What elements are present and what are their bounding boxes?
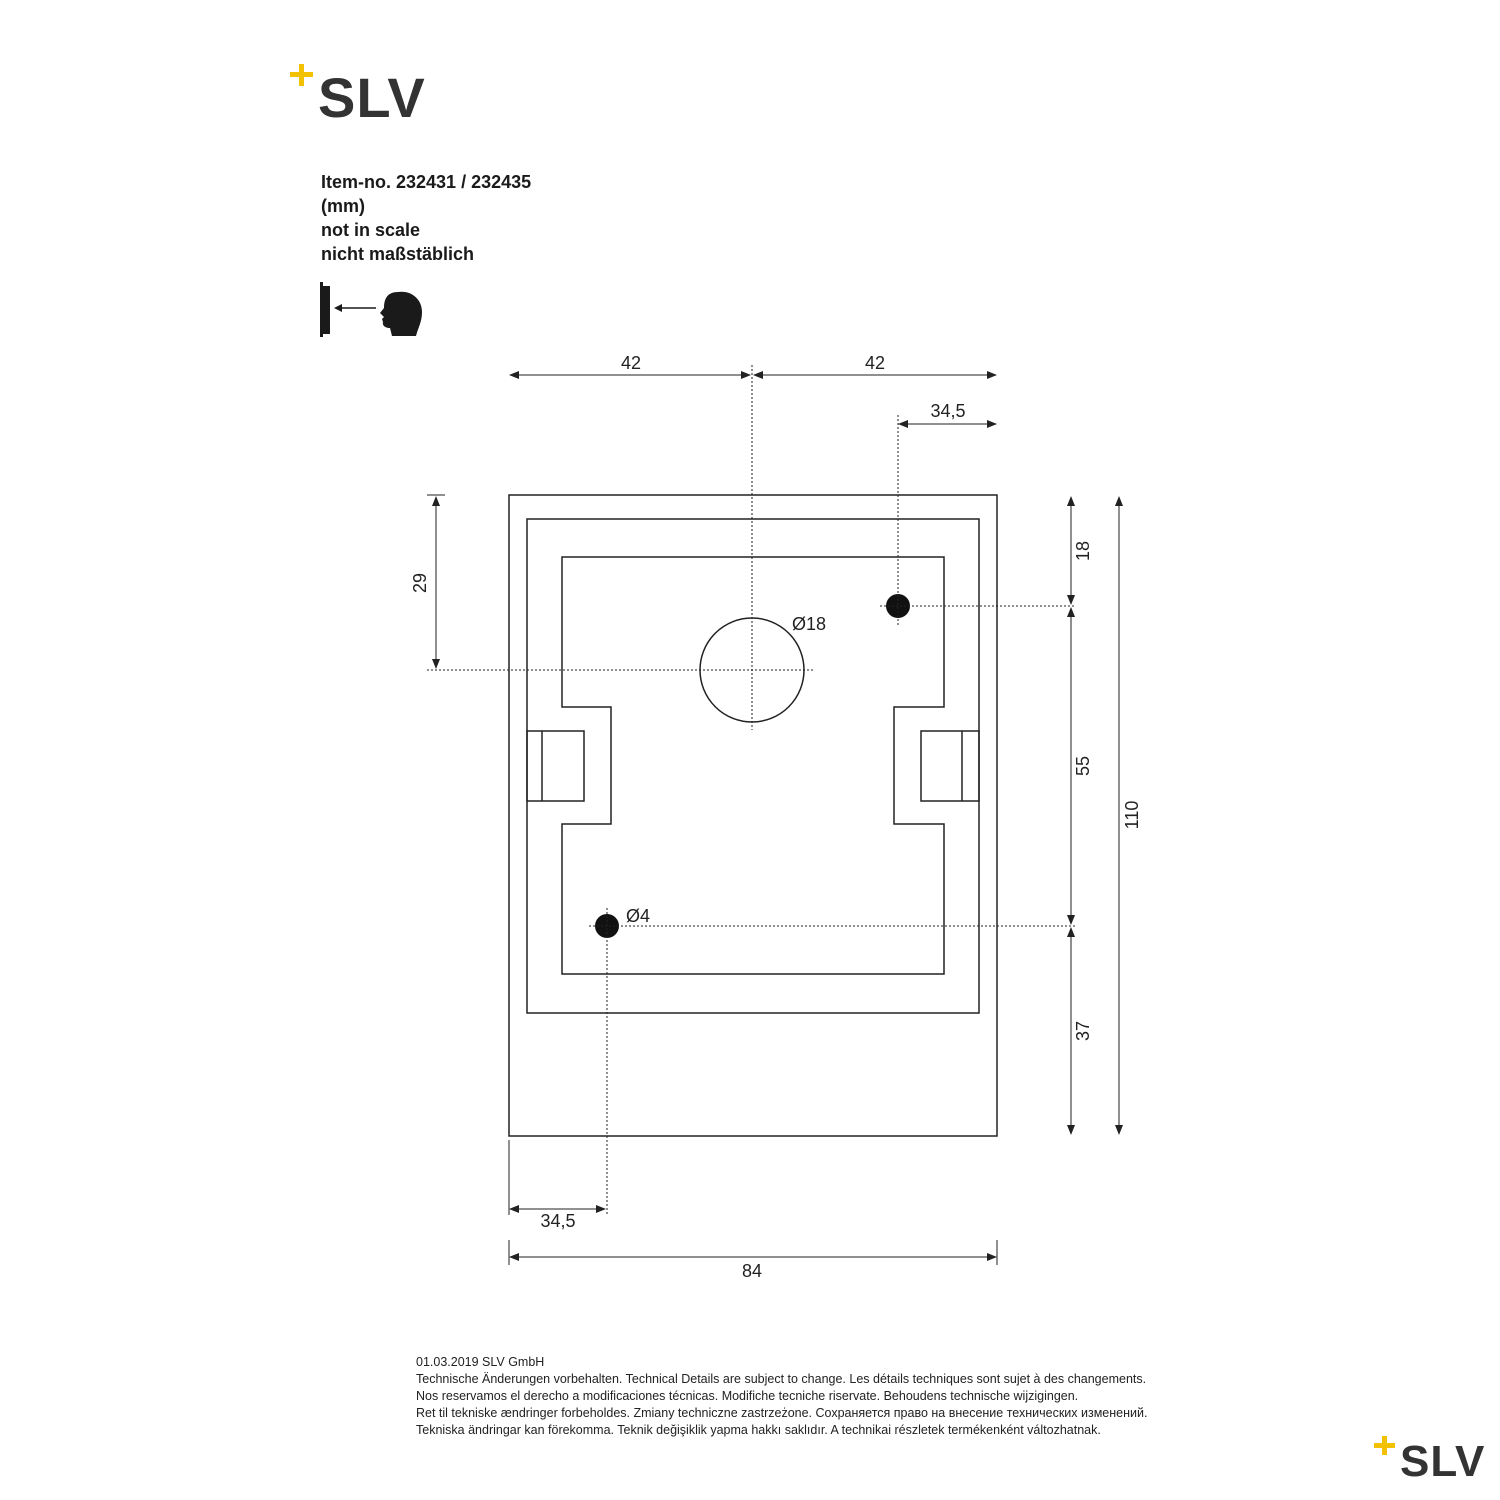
logo-text: SLV — [318, 66, 426, 129]
dim-label-center-height: 29 — [410, 573, 430, 593]
dim-label-total-height: 110 — [1122, 801, 1142, 830]
wall-view-from-front-icon — [320, 282, 422, 337]
item-info: Item-no. 232431 / 232435 (mm) not in sca… — [321, 170, 531, 266]
item-number: Item-no. 232431 / 232435 — [321, 172, 532, 192]
logo-text: SLV — [1400, 1437, 1486, 1486]
dim-label-top-left: 42 — [621, 353, 641, 373]
dim-label-total-width: 84 — [742, 1261, 762, 1281]
plus-sparkle-icon — [1374, 1436, 1395, 1455]
right-clip — [920, 730, 980, 802]
unit-label: (mm) — [321, 196, 365, 216]
footer-line: Nos reservamos el derecho a modificacion… — [416, 1389, 1079, 1403]
left-clip — [526, 730, 585, 802]
dim-label-hole-diameter: Ø4 — [626, 906, 650, 926]
inner-frame-outline — [526, 518, 980, 1014]
scale-note-de: nicht maßstäblich — [321, 244, 475, 264]
scale-note-en: not in scale — [321, 220, 421, 240]
mounting-plate-outline — [561, 556, 945, 975]
footer-disclaimer: 01.03.2019 SLV GmbH Technische Änderunge… — [416, 1354, 1147, 1439]
dim-label-center-diameter: Ø18 — [792, 614, 826, 634]
footer-line: Technische Änderungen vorbehalten. Techn… — [416, 1372, 1147, 1386]
outer-plate-outline — [508, 494, 998, 1137]
dim-label-top-right: 42 — [865, 353, 885, 373]
dim-label-top-hole-height: 18 — [1073, 541, 1093, 561]
dim-label-bottom-hole-height: 37 — [1073, 1021, 1093, 1041]
footer-line: Tekniska ändringar kan förekomma. Teknik… — [416, 1423, 1101, 1437]
footer-date-company: 01.03.2019 SLV GmbH — [416, 1355, 545, 1369]
dim-label-hole-spacing: 55 — [1073, 756, 1093, 776]
dim-label-hole-offset-right: 34,5 — [930, 401, 965, 421]
footer-line: Ret til tekniske ændringer forbeholdes. … — [416, 1406, 1148, 1420]
plus-sparkle-icon — [290, 64, 313, 86]
dim-label-hole-offset-left: 34,5 — [540, 1211, 575, 1231]
